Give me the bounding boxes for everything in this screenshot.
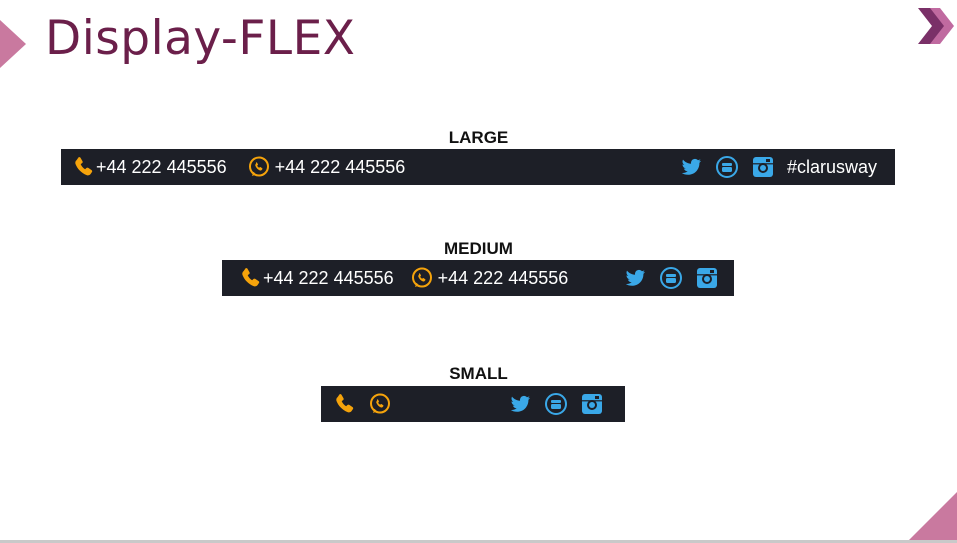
phone-icon[interactable] (333, 392, 357, 416)
whatsapp-icon[interactable] (368, 392, 392, 416)
youtube-icon[interactable] (544, 392, 568, 416)
navbar-large: +44 222 445556 +44 222 445556 #clarusway (61, 149, 895, 185)
twitter-icon[interactable] (623, 266, 647, 290)
whatsapp-icon[interactable] (410, 266, 434, 290)
instagram-icon[interactable] (751, 155, 775, 179)
whatsapp-icon[interactable] (247, 155, 271, 179)
hashtag-link[interactable]: #clarusway (786, 156, 877, 177)
whatsapp-number[interactable]: +44 222 445556 (274, 156, 406, 177)
youtube-icon[interactable] (659, 266, 683, 290)
phone-icon[interactable] (239, 266, 263, 290)
label-medium: MEDIUM (444, 239, 513, 258)
phone-number[interactable]: +44 222 445556 (96, 156, 227, 177)
page-title: Display-FLEX (45, 11, 356, 66)
twitter-icon[interactable] (508, 392, 532, 416)
twitter-icon[interactable] (679, 155, 703, 179)
slide-decor-triangle (0, 20, 26, 68)
whatsapp-number[interactable]: +44 222 445556 (437, 267, 569, 288)
label-large: LARGE (448, 128, 509, 147)
label-small: SMALL (449, 364, 508, 383)
navbar-medium: +44 222 445556 +44 222 445556 (222, 260, 734, 296)
instagram-icon[interactable] (580, 392, 604, 416)
slide-corner-decor (909, 492, 957, 540)
instagram-icon[interactable] (695, 266, 719, 290)
brand-chevron-logo-icon (918, 8, 954, 44)
phone-icon[interactable] (72, 155, 96, 179)
youtube-icon[interactable] (715, 155, 739, 179)
navbar-small (321, 386, 625, 422)
phone-number[interactable]: +44 222 445556 (263, 267, 394, 288)
slide-bottom-divider (0, 540, 957, 543)
